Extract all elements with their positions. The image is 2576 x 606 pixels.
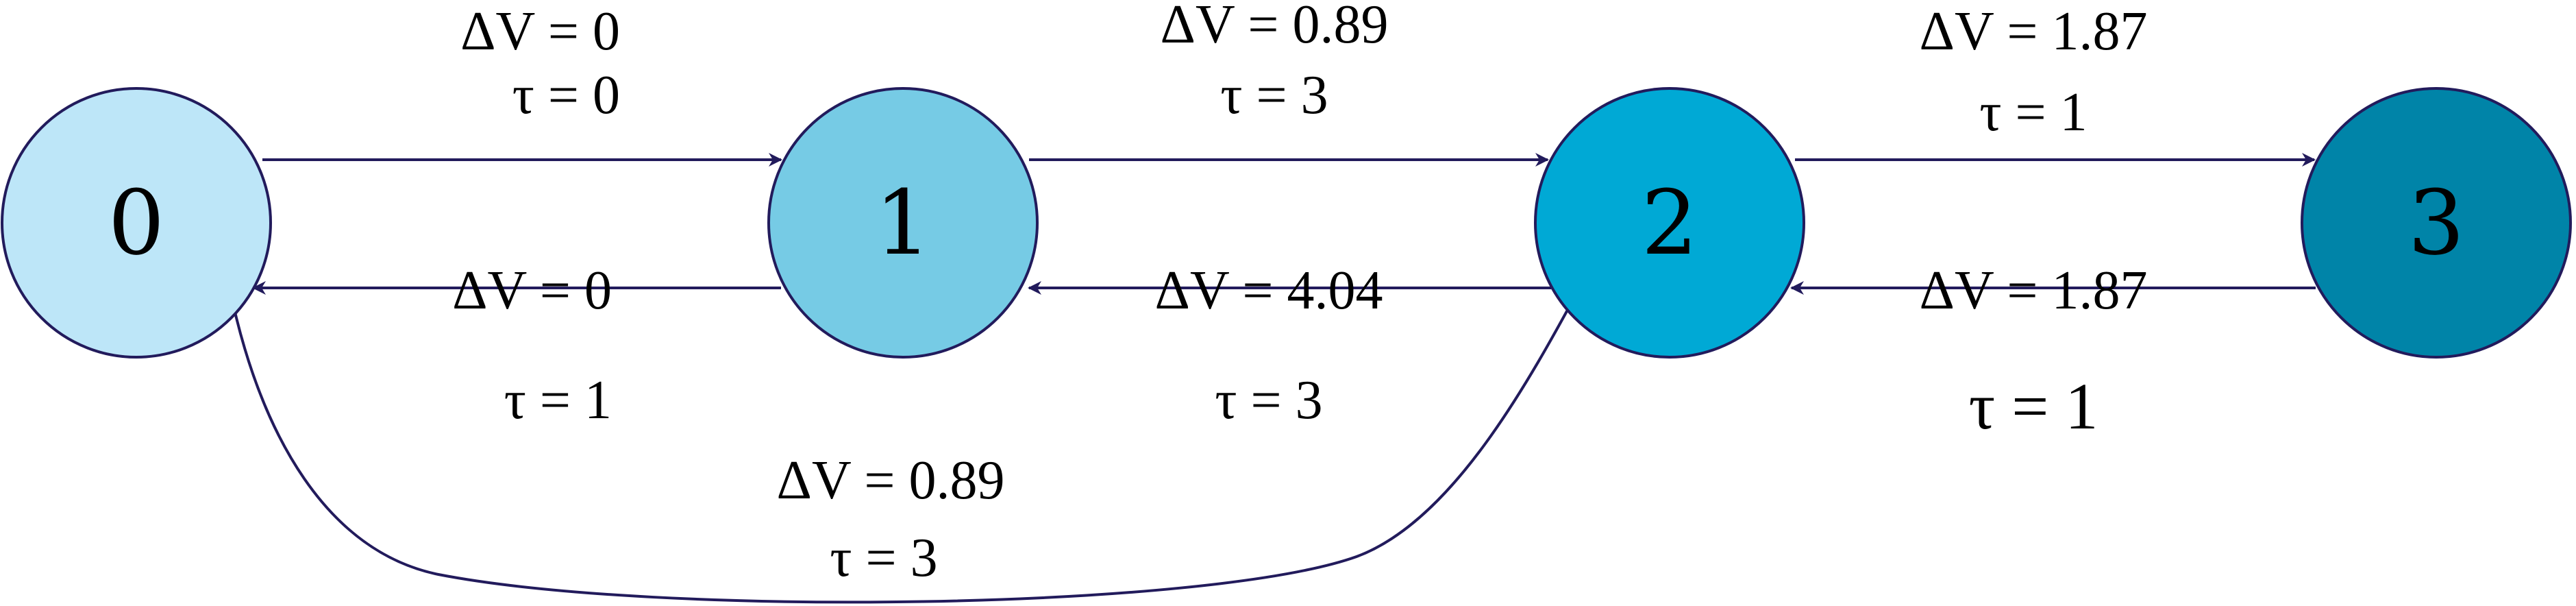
edge-2-to-3-dv-label: ΔV = 1.87: [1920, 1, 2148, 62]
node-3-label: 3: [2408, 171, 2465, 275]
edge-2-to-1-tau-label: τ = 3: [1215, 370, 1322, 431]
edge-2-to-1-dv-label: ΔV = 4.04: [1155, 260, 1383, 321]
edge-2-to-0-dv-label: ΔV = 0.89: [777, 450, 1005, 511]
edge-0-to-1-dv-label: ΔV = 0: [460, 1, 620, 62]
edge-1-to-0-dv-label: ΔV = 0: [452, 260, 612, 321]
edge-3-to-2-dv-label: ΔV = 1.87: [1920, 260, 2148, 321]
node-1: 1: [767, 87, 1039, 359]
node-2-label: 2: [1642, 171, 1698, 275]
node-0-circle: [1, 87, 272, 359]
edge-1-to-2-dv-label: ΔV = 0.89: [1161, 0, 1389, 55]
edge-0-to-1-tau-label: τ = 0: [512, 65, 620, 125]
edge-2-to-0: [224, 279, 1585, 604]
node-2: 2: [1534, 87, 1805, 359]
node-1-label: 1: [875, 171, 932, 275]
edge-3-to-2-tau-label: τ = 1: [1969, 369, 2098, 443]
edge-2-to-0-tau-label: τ = 3: [830, 528, 937, 588]
node-0-label: 0: [108, 171, 165, 275]
node-0: 0: [1, 87, 272, 359]
edge-2-to-3-tau-label: τ = 1: [1979, 82, 2087, 143]
edge-1-to-2-tau-label: τ = 3: [1220, 65, 1328, 125]
node-1-circle: [767, 87, 1039, 359]
node-3: 3: [2301, 87, 2572, 359]
node-3-circle: [2301, 87, 2572, 359]
node-2-circle: [1534, 87, 1805, 359]
edge-1-to-0-tau-label: τ = 1: [504, 370, 612, 431]
